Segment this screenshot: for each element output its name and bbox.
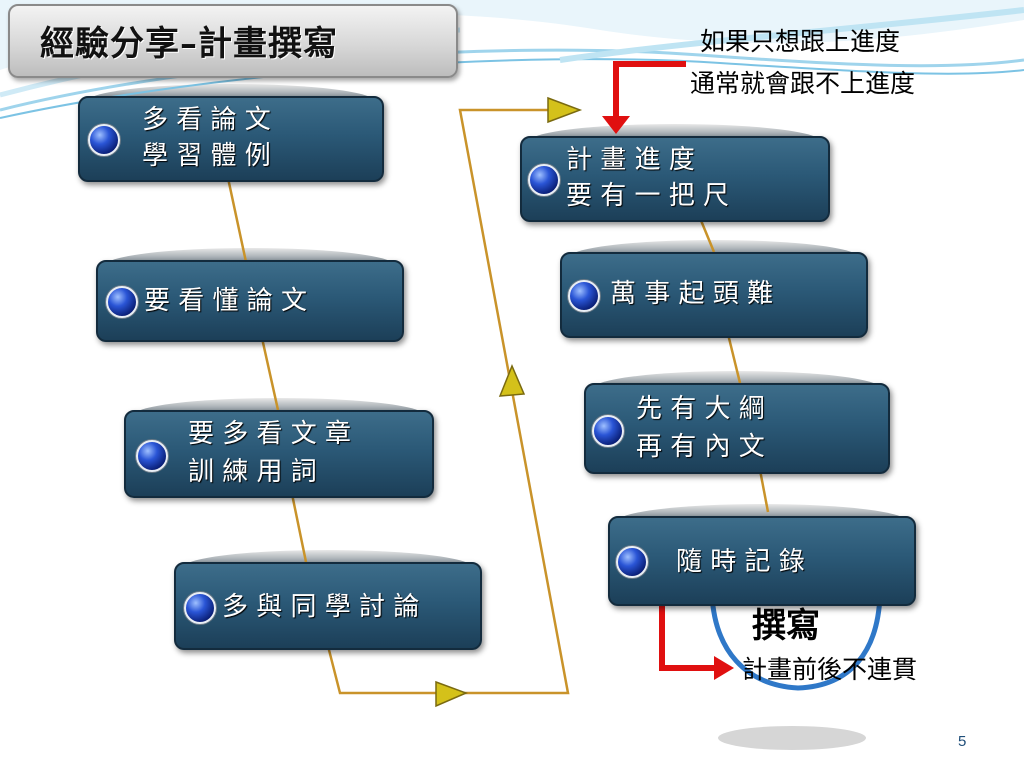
step-box-schedule: 計 畫 進 度 要 有 一 把 尺: [520, 124, 830, 222]
step-label-line2: 訓 練 用 詞: [188, 457, 317, 487]
step-label-line1: 隨 時 記 錄: [676, 547, 805, 577]
blue-orb-icon: [136, 440, 168, 472]
step-box-discuss: 多 與 同 學 討 論: [174, 550, 482, 650]
step-label-line1: 萬 事 起 頭 難: [610, 279, 774, 309]
note-bottom: 計畫前後不連貫: [742, 655, 918, 684]
step-label-line1: 要 多 看 文 章: [188, 419, 352, 449]
blue-orb-icon: [184, 592, 216, 624]
blue-orb-icon: [568, 280, 600, 312]
step-label-line1: 多 看 論 文: [142, 105, 271, 135]
step-label-line1: 要 看 懂 論 文: [144, 286, 308, 316]
arrowhead-right-bottom: [435, 680, 469, 708]
step-box-outline: 先 有 大 綱 再 有 內 文: [584, 371, 890, 474]
blue-circle-outline: [709, 594, 883, 691]
step-label-line1: 先 有 大 綱: [636, 394, 765, 424]
center-label: 撰寫: [752, 606, 820, 646]
step-box-read-papers: 多 看 論 文 學 習 體 例: [78, 84, 384, 182]
blue-orb-icon: [528, 164, 560, 196]
step-label-line2: 再 有 內 文: [636, 432, 765, 462]
blue-orb-icon: [88, 124, 120, 156]
title-plate: [8, 4, 458, 78]
step-label-line2: 學 習 體 例: [142, 141, 271, 171]
arrowhead-right-top: [547, 96, 583, 124]
step-box-hard-start: 萬 事 起 頭 難: [560, 240, 868, 338]
step-box-understand-papers: 要 看 懂 論 文: [96, 248, 404, 342]
red-arrowhead-right: [714, 656, 734, 680]
slide-title: 經驗分享–計畫撰寫: [40, 24, 338, 64]
step-label-line2: 要 有 一 把 尺: [566, 181, 730, 211]
shadow-ellipse: [718, 726, 866, 750]
step-box-record: 隨 時 記 錄: [608, 504, 916, 606]
note-top-line1: 如果只想跟上進度: [700, 27, 901, 56]
arrowhead-up: [498, 364, 526, 397]
note-top-line2: 通常就會跟不上進度: [690, 69, 916, 98]
step-box-read-articles: 要 多 看 文 章 訓 練 用 詞: [124, 398, 434, 498]
blue-orb-icon: [592, 415, 624, 447]
step-label-line1: 多 與 同 學 討 論: [222, 592, 420, 622]
connector-arrowheads: [435, 96, 583, 708]
page-number: 5: [958, 733, 967, 750]
blue-orb-icon: [616, 546, 648, 578]
red-arrowhead-down: [602, 116, 630, 134]
blue-orb-icon: [106, 286, 138, 318]
step-label-line1: 計 畫 進 度: [566, 145, 695, 175]
